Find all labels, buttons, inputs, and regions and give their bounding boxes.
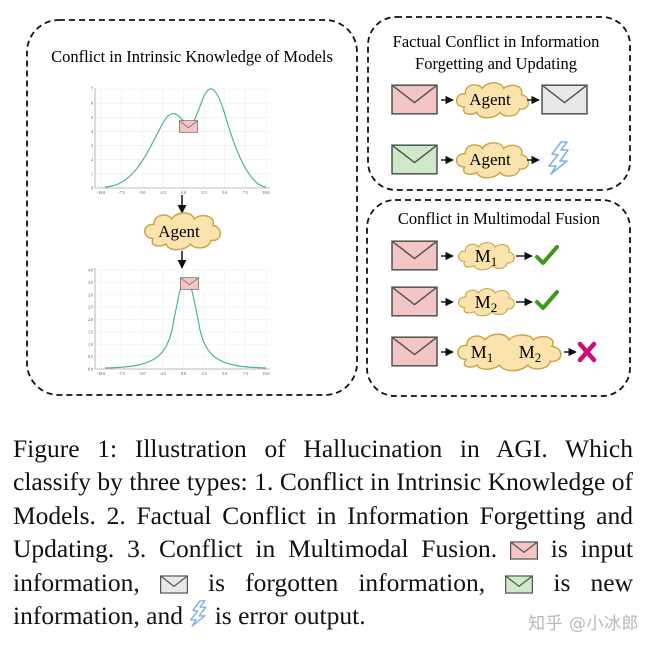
x-tick-label: -5.0: [139, 371, 145, 376]
x-tick-label: -7.5: [118, 190, 124, 195]
envelope-icon: [391, 240, 438, 271]
envelope-icon: [391, 336, 438, 367]
factual-agent-label-2: Agent: [469, 150, 511, 169]
x-tick-label: -7.5: [118, 371, 124, 376]
caption-text: is new information, and: [13, 567, 634, 631]
envelope-icon: [541, 84, 588, 115]
y-tick-label: 3: [91, 143, 93, 148]
envelope-icon: [391, 84, 438, 115]
lightning-bolt-icon: [548, 141, 569, 175]
caption-text: Figure 1: Illustration of Hallucination …: [13, 434, 633, 564]
x-tick-label: 7.5: [243, 371, 248, 376]
panel-multimodal-fusion: Conflict in Multimodal Fusion M1 M2 M1 M…: [366, 199, 631, 397]
checkmark-icon: [535, 245, 559, 265]
x-tick-label: -10.0: [97, 371, 105, 376]
y-tick-label: 0.0: [88, 367, 93, 372]
y-tick-label: 0.5: [88, 354, 93, 359]
x-tick-label: 7.5: [243, 190, 248, 195]
y-tick-label: 1.0: [88, 342, 93, 347]
panel-factual-title-line1: Factual Conflict in Information: [393, 32, 600, 51]
watermark: 知乎 @小冰郎: [528, 614, 639, 634]
x-tick-label: -2.5: [160, 190, 166, 195]
unimodal-density-curve: [104, 277, 267, 369]
x-tick-label: 2.5: [202, 190, 207, 195]
x-tick-label: 5.0: [222, 371, 227, 376]
y-tick-label: 3.5: [88, 280, 93, 285]
panel-intrinsic-knowledge: Conflict in Intrinsic Knowledge of Model…: [26, 19, 358, 396]
checkmark-icon: [535, 290, 559, 310]
x-tick-label: 0.0: [181, 190, 186, 195]
model-m1-label: M1: [471, 342, 494, 365]
caption-text: is forgotten information,: [208, 567, 486, 597]
envelope-icon: [509, 541, 538, 560]
y-tick-label: 3.0: [88, 292, 93, 297]
panel-multimodal-title: Conflict in Multimodal Fusion: [398, 209, 600, 228]
panel-intrinsic-title: Conflict in Intrinsic Knowledge of Model…: [51, 47, 333, 66]
panel-factual-title-line2: Forgetting and Updating: [415, 54, 577, 73]
y-tick-label: 4: [91, 129, 93, 134]
cross-icon: [577, 341, 597, 363]
y-tick-label: 2: [91, 157, 93, 162]
x-tick-label: -10.0: [97, 190, 105, 195]
model-m1-label: M1: [475, 246, 498, 269]
bimodal-density-curve: [104, 88, 267, 188]
y-tick-label: 2.5: [88, 305, 93, 310]
y-tick-label: 4.0: [88, 268, 93, 273]
figure-caption: Figure 1: Illustration of Hallucination …: [13, 432, 633, 632]
envelope-icon: [180, 277, 199, 290]
y-tick-label: 2.0: [88, 317, 93, 322]
x-tick-label: 0.0: [181, 371, 186, 376]
panel-border: [367, 16, 631, 191]
x-tick-label: 10.0: [263, 371, 270, 376]
y-tick-label: 0: [91, 186, 93, 191]
lightning-bolt-icon: [190, 600, 207, 627]
x-tick-label: 10.0: [263, 190, 270, 195]
envelope-icon: [179, 120, 198, 133]
x-tick-label: -5.0: [139, 190, 145, 195]
x-tick-label: -2.5: [160, 371, 166, 376]
envelope-icon: [159, 574, 188, 594]
x-tick-label: 5.0: [222, 190, 227, 195]
panel-border: [366, 199, 631, 397]
bottom-density-plot: -10.0 -7.5 -5.0 -2.5 0.0 2.5 5.0 7.5 10.0 0.0 0.5…: [88, 268, 270, 376]
factual-agent-label-1: Agent: [469, 90, 511, 109]
panel-factual-conflict: Factual Conflict in Information Forgetti…: [367, 16, 631, 191]
envelope-icon: [505, 574, 534, 594]
x-tick-label: 2.5: [202, 371, 207, 376]
y-tick-label: 1.5: [88, 329, 93, 334]
caption-text: is input information,: [13, 534, 634, 597]
y-tick-label: 6: [91, 101, 93, 106]
y-tick-label: 1: [91, 171, 93, 176]
hallucination-figure: Conflict in Intrinsic Knowledge of Model…: [26, 16, 631, 397]
intrinsic-agent-label: Agent: [158, 222, 200, 241]
panel-border: [26, 19, 358, 396]
envelope-icon: [391, 144, 438, 175]
y-tick-label: 5: [91, 115, 93, 120]
envelope-icon: [391, 286, 438, 317]
model-m2-label: M2: [475, 292, 498, 315]
top-density-plot: -10.0 -7.5 -5.0 -2.5 0.0 2.5 5.0 7.5 10.0 0 1 2 3 4 5…: [91, 87, 270, 195]
caption-text: is error output.: [214, 601, 366, 631]
model-m2-label: M2: [519, 342, 542, 365]
y-tick-label: 7: [91, 87, 93, 92]
